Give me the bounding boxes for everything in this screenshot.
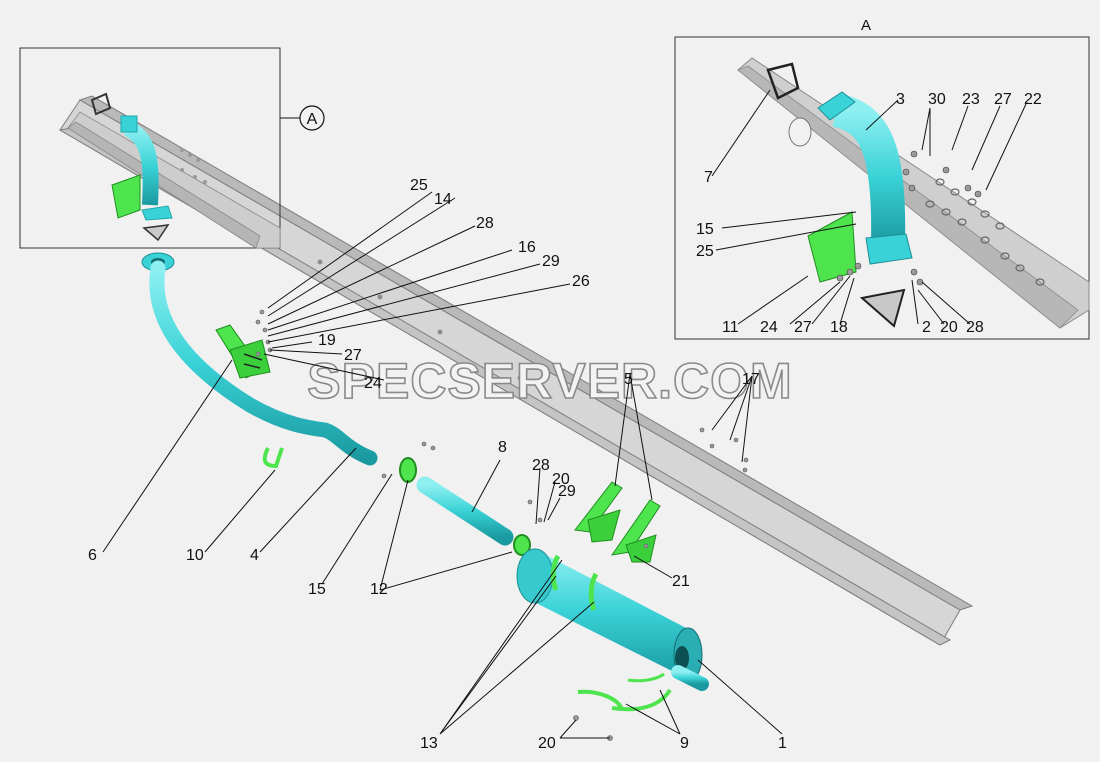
callout-label: 17 (742, 371, 760, 388)
callout-label: 21 (672, 573, 690, 590)
callout-label: 27 (344, 347, 362, 364)
callout-label: 20 (940, 319, 958, 336)
callout-label: 5 (624, 371, 633, 388)
overview-inset: A (19, 47, 325, 249)
detail-caption: A (861, 17, 871, 34)
callout-label: 4 (250, 547, 259, 564)
callout-label: 1 (778, 735, 787, 752)
callout-label: 11 (722, 319, 739, 336)
callout-label: 28 (476, 215, 494, 232)
callout-label: 6 (88, 547, 97, 564)
lower-straps (577, 672, 672, 712)
intermediate-pipe (416, 476, 514, 546)
callout-label: 30 (928, 91, 946, 108)
callout-label: 3 (896, 91, 905, 108)
callout-label: 23 (962, 91, 980, 108)
callout-label: 24 (364, 375, 382, 392)
front-bracket (215, 324, 271, 379)
detail-view-a: A (674, 17, 1090, 340)
callout-label: 14 (434, 191, 452, 208)
callout-label: 19 (318, 332, 336, 349)
callout-label: 9 (680, 735, 689, 752)
callout-label: 7 (704, 169, 713, 186)
callout-label: 29 (542, 253, 560, 270)
muffler (516, 548, 709, 691)
callout-label: 27 (994, 91, 1012, 108)
callout-label: 15 (308, 581, 326, 598)
callout-label: 28 (532, 457, 550, 474)
callout-label: 15 (696, 221, 714, 238)
muffler-brackets (574, 481, 661, 563)
callout-label: 22 (1024, 91, 1042, 108)
leader-lines (102, 89, 1027, 739)
detail-marker: A (307, 111, 318, 128)
callout-label: 28 (966, 319, 984, 336)
callout-label: 26 (572, 273, 590, 290)
callout-label: 20 (552, 471, 570, 488)
callout-label: 25 (696, 243, 714, 260)
callout-label: 2 (922, 319, 931, 336)
callout-label: 27 (794, 319, 812, 336)
callout-label: 24 (760, 319, 778, 336)
frame-rail (58, 95, 974, 646)
callout-label: 8 (498, 439, 507, 456)
callout-label: 13 (420, 735, 438, 752)
callout-label: 25 (410, 177, 428, 194)
down-pipe (141, 252, 378, 466)
callout-label: 16 (518, 239, 536, 256)
u-bolt-clamp (262, 447, 284, 469)
fasteners (255, 309, 749, 741)
callout-label: 18 (830, 319, 848, 336)
callout-label: 20 (538, 735, 556, 752)
callout-label: 29 (558, 483, 576, 500)
callout-label: 10 (186, 547, 204, 564)
callout-label: 12 (370, 581, 388, 598)
callout-labels: 25 14 28 16 29 26 19 27 24 6 10 4 15 12 … (88, 91, 1042, 752)
watermark: SPECSERVER.COM (307, 353, 792, 409)
